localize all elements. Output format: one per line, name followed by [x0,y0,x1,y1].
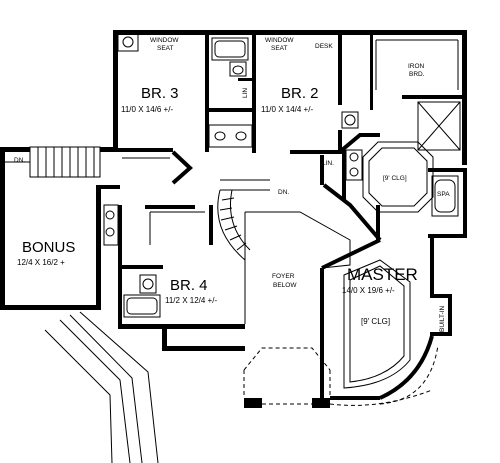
br4-name: BR. 4 [170,277,208,294]
interior-walls [100,35,462,325]
br2-dims: 11/0 X 14/4 +/- [261,105,313,114]
linen-label: LIN [242,88,249,98]
built-in-label: BUILT-IN [439,305,446,332]
window-seat-label-br3: WINDOW [150,37,179,44]
master-name: MASTER [347,265,418,284]
exterior-walls [0,30,467,408]
iron-label: IRON [408,63,425,70]
fixtures [103,32,363,318]
stair-left [5,146,101,178]
br3-dims: 11/0 X 14/6 +/- [121,105,173,114]
spa-label: SPA [437,191,450,198]
ceiling-label-octagon: [9' CLG] [383,175,407,182]
foyer-below-label: BELOW [273,282,297,289]
brd-label: BRD. [409,71,425,78]
bonus-name: BONUS [22,239,75,256]
br4-dims: 11/2 X 12/4 +/- [165,296,217,305]
master-dims: 14/0 X 19/6 +/- [342,286,395,295]
desk-label: DESK [315,43,333,50]
linen-label-2: LIN. [322,160,334,167]
down-label-curved: DN. [278,189,289,196]
seat-label-br3: SEAT [157,45,174,52]
br3-name: BR. 3 [141,85,179,102]
window-seat-label-br2: WINDOW [265,37,294,44]
bonus-dims: 12/4 X 16/2 + [17,258,65,267]
foyer-label: FOYER [272,273,295,280]
down-label-left: DN. [14,157,25,164]
seat-label-br2: SEAT [271,45,288,52]
stair-curved [217,179,270,261]
master-ceiling: [9' CLG] [361,317,390,326]
angled-walls [44,39,461,463]
br2-name: BR. 2 [281,85,319,102]
